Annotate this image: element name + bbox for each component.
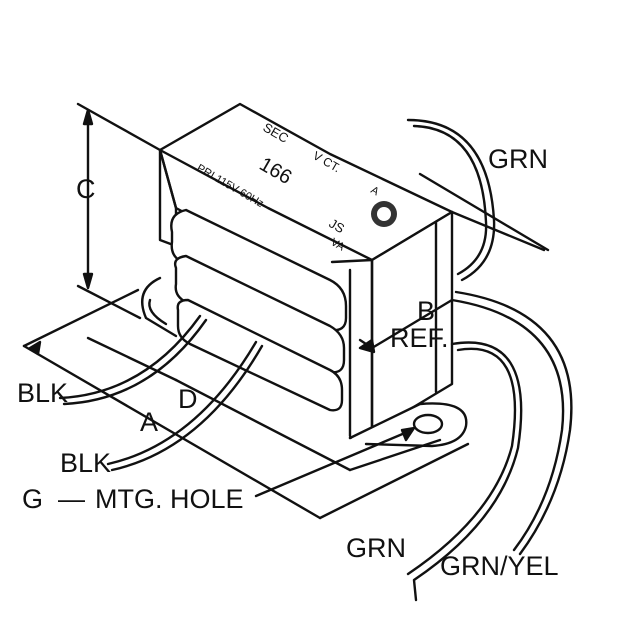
label-grn-bottom: GRN — [346, 533, 406, 563]
label-b: B — [417, 296, 436, 326]
lead-grn-bottom — [412, 341, 523, 602]
label-grn-yel: GRN/YEL — [440, 551, 559, 581]
dimension-c — [76, 102, 162, 320]
label-g: G — [22, 484, 44, 514]
lead-blk-lower — [110, 344, 264, 472]
label-blk-lower: BLK — [60, 448, 112, 478]
label-grn-top: GRN — [488, 144, 548, 174]
dimension-b — [358, 172, 550, 354]
mounting-hole — [412, 413, 444, 435]
nameplate-js: JS — [327, 216, 348, 237]
label-dash: — — [58, 484, 85, 514]
lead-grn-yel — [450, 298, 565, 552]
mtg-hole-leader — [254, 428, 414, 498]
label-mtg-hole: MTG. HOLE — [95, 484, 244, 514]
coil-stack — [170, 208, 348, 412]
label-c: C — [76, 174, 96, 204]
dimension-d — [86, 336, 442, 472]
label-a: A — [140, 407, 159, 437]
mounting-foot — [141, 276, 178, 338]
label-d: D — [178, 384, 198, 414]
label-ref: REF. — [390, 323, 449, 353]
label-blk-upper: BLK — [17, 378, 69, 408]
lead-blk-upper — [62, 318, 208, 406]
lead-grn-top — [406, 118, 496, 282]
